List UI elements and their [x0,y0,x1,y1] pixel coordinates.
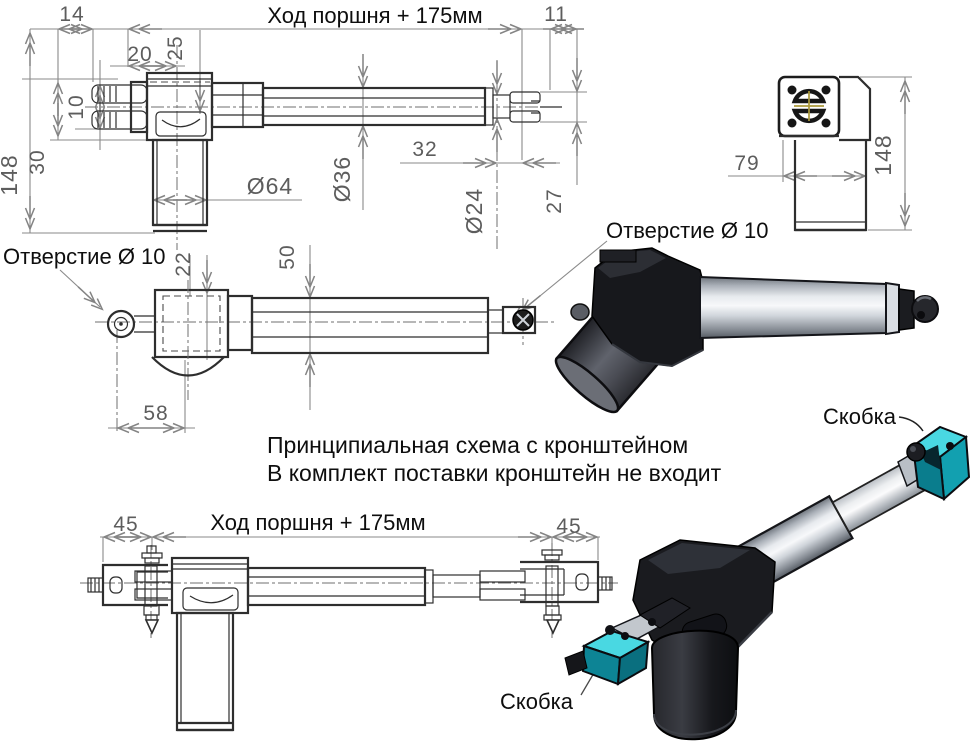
dim-148: 148 [0,154,22,195]
ball-end-3d [911,295,939,323]
rear-view-motor-body [777,75,872,232]
side-view-drawing: Ход поршня + 175мм 14 11 20 25 10 30 148… [0,3,587,252]
dim-58: 58 [143,402,168,425]
dim-11: 11 [544,3,568,26]
dim-27: 27 [543,188,566,213]
dia-64: Ø64 [247,173,293,199]
gearbox-3d [591,247,704,368]
dim-10: 10 [65,94,88,119]
plan-view-dimension-lines [59,240,608,434]
render-actuator-with-brackets: Скобка [564,404,970,741]
upper-bracket-3d [897,425,970,502]
dim-45-left: 45 [113,513,138,536]
bracket-view-actuator-body [134,556,526,732]
bracket-view-drawing: Ход поршня + 175мм 45 45 Скобка [80,510,618,732]
dia-36: Ø36 [329,156,355,202]
plan-view-actuator-body [106,280,537,400]
ball-joint-cross [516,313,530,327]
socket-cross-lines [794,91,824,121]
side-view-dimension-lines [22,23,587,252]
plan-view-drawing: Отверстие Ø 10 22 50 58 [3,240,608,434]
note-line-2: В комплект поставки кронштейн не входит [267,460,722,486]
note-block: Принципиальная схема с кронштейном В ком… [267,432,722,486]
dim-148-rear: 148 [870,134,896,175]
bracket-leader-top [898,416,924,432]
hole-annotation-left: Отверстие Ø 10 [3,244,166,269]
side-view-actuator-body [91,71,562,233]
dim-25: 25 [164,35,187,60]
dim-45-right: 45 [556,515,581,538]
right-bracket-2d [520,549,613,635]
dim-14: 14 [59,3,84,26]
stroke-dimension-label-bottom: Ход поршня + 175мм [210,510,425,535]
socket-lower-arc [791,108,827,124]
dim-50: 50 [276,244,299,269]
note-line-1: Принципиальная схема с кронштейном [267,432,688,458]
bracket-annotation-top: Скобка [823,404,897,429]
left-bracket-2d [87,545,168,635]
socket-upper-arc [791,88,827,104]
rear-view-dimension-lines [728,76,912,231]
dim-20: 20 [127,43,152,66]
lower-bracket-3d [564,597,691,686]
dim-30: 30 [26,149,49,174]
rear-view-drawing: 79 148 [728,75,912,232]
bracket-annotation-bottom: Скобка [500,689,574,714]
dim-32: 32 [412,138,437,161]
motor-side-stub [570,303,590,321]
dim-79: 79 [734,152,759,175]
render-actuator-plain: Отверстие Ø 10 [554,218,939,414]
bracket-view-dimension-lines [80,531,618,638]
dim-22: 22 [172,251,195,276]
dia-24: Ø24 [461,188,487,234]
motor-bracket-3d [650,629,740,741]
stroke-dimension-label: Ход поршня + 175мм [267,3,482,28]
piston-tube-3d [699,275,939,340]
hole-annotation-right: Отверстие Ø 10 [606,218,769,243]
